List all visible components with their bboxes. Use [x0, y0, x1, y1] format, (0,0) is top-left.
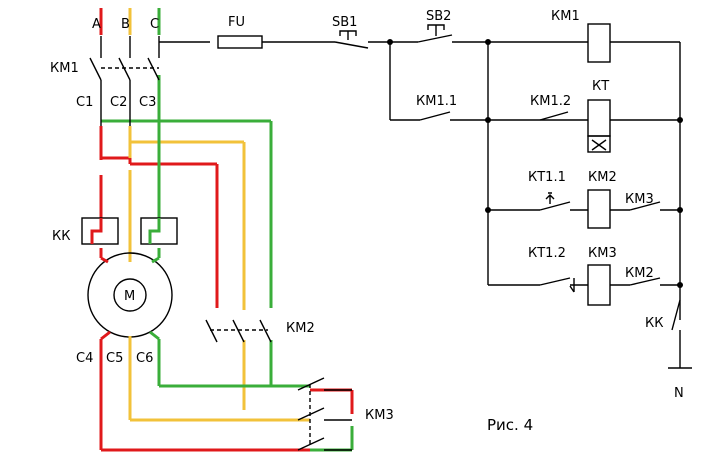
- phase-c-wire: [101, 8, 354, 452]
- km1-coil: [587, 23, 611, 63]
- kt-coil-label: КТ: [592, 79, 609, 94]
- km1-2-label: КМ1.2: [530, 94, 571, 109]
- kk-left-label: КК: [52, 229, 70, 244]
- km2-coil-label: КМ2: [588, 170, 617, 185]
- control-circuit: [217, 23, 692, 369]
- c4-label: C4: [76, 351, 93, 366]
- km2-coil: [587, 189, 611, 229]
- km3-coil: [587, 264, 611, 306]
- phase-c-label: C: [150, 17, 159, 32]
- n-label: N: [674, 386, 684, 401]
- kt-coil: [587, 99, 611, 153]
- kt1-1-row: [488, 189, 680, 229]
- labels: A B C КМ1 C1 C2 C3 КК M C4 C5 C6 КМ2 КМ3…: [50, 9, 684, 434]
- c6-label: C6: [136, 351, 153, 366]
- motor: [87, 252, 173, 341]
- km2-contact-label: КМ2: [625, 266, 654, 281]
- km1-1-contact: [389, 42, 588, 121]
- power-circuit: [81, 8, 354, 452]
- km3-main-label: КМ3: [365, 408, 394, 423]
- km1-1-label: КМ1.1: [416, 94, 457, 109]
- km3-coil-label: КМ3: [588, 246, 617, 261]
- kt1-1-label: КТ1.1: [528, 170, 566, 185]
- km2-main-contacts: [205, 319, 272, 343]
- km1-2-contact: [539, 111, 569, 121]
- km3-contact-label: КМ3: [625, 192, 654, 207]
- km1-main-label: КМ1: [50, 61, 79, 76]
- phase-b-label: B: [121, 17, 130, 32]
- kk-contact: [668, 299, 692, 369]
- motor-label: M: [124, 289, 135, 304]
- c5-label: C5: [106, 351, 123, 366]
- sb1-button: [334, 30, 390, 49]
- kt1-2-row: [488, 264, 680, 306]
- c3-label: C3: [139, 95, 156, 110]
- phase-a-wire: [99, 8, 354, 452]
- km3-main-contacts: [297, 377, 352, 451]
- figure-caption: Рис. 4: [487, 416, 533, 434]
- phase-b-wire: [128, 8, 310, 422]
- c1-label: C1: [76, 95, 93, 110]
- sb1-label: SB1: [332, 15, 357, 30]
- c2-label: C2: [110, 95, 127, 110]
- km2-main-label: КМ2: [286, 321, 315, 336]
- fu-label: FU: [228, 15, 245, 30]
- kk-right-label: КК: [645, 316, 663, 331]
- kt1-2-label: КТ1.2: [528, 246, 566, 261]
- sb2-label: SB2: [426, 9, 451, 24]
- km1-coil-label: КМ1: [551, 9, 580, 24]
- km1-main-contacts: [89, 36, 210, 126]
- sb2-button: [390, 24, 588, 43]
- fuse: [217, 35, 263, 49]
- thermal-relay-kk: [81, 217, 178, 245]
- phase-a-label: A: [92, 17, 101, 32]
